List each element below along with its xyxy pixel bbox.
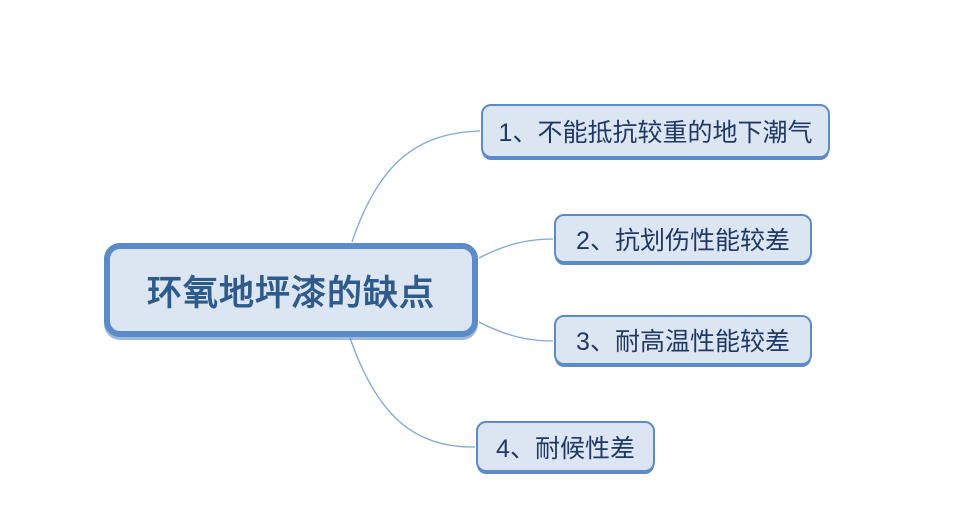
branch-node-3[interactable]: 3、耐高温性能较差	[554, 315, 812, 365]
connector-root-to-branch-2	[478, 238, 554, 259]
branch-node-2[interactable]: 2、抗划伤性能较差	[554, 214, 812, 263]
branch-node-2-label: 2、抗划伤性能较差	[576, 226, 790, 255]
root-node-label: 环氧地坪漆的缺点	[146, 273, 435, 313]
connector-root-to-branch-3	[478, 321, 554, 342]
connector-root-to-branch-4	[349, 337, 476, 448]
branch-node-1[interactable]: 1、不能抵抗较重的地下潮气	[481, 104, 830, 158]
branch-node-3-label: 3、耐高温性能较差	[576, 328, 790, 356]
branch-node-4-label: 4、耐候性差	[496, 434, 635, 463]
root-node[interactable]: 环氧地坪漆的缺点	[104, 243, 478, 337]
connector-root-to-branch-1	[351, 130, 481, 243]
branch-node-4[interactable]: 4、耐候性差	[476, 421, 655, 472]
branch-node-1-label: 1、不能抵抗较重的地下潮气	[498, 119, 813, 147]
